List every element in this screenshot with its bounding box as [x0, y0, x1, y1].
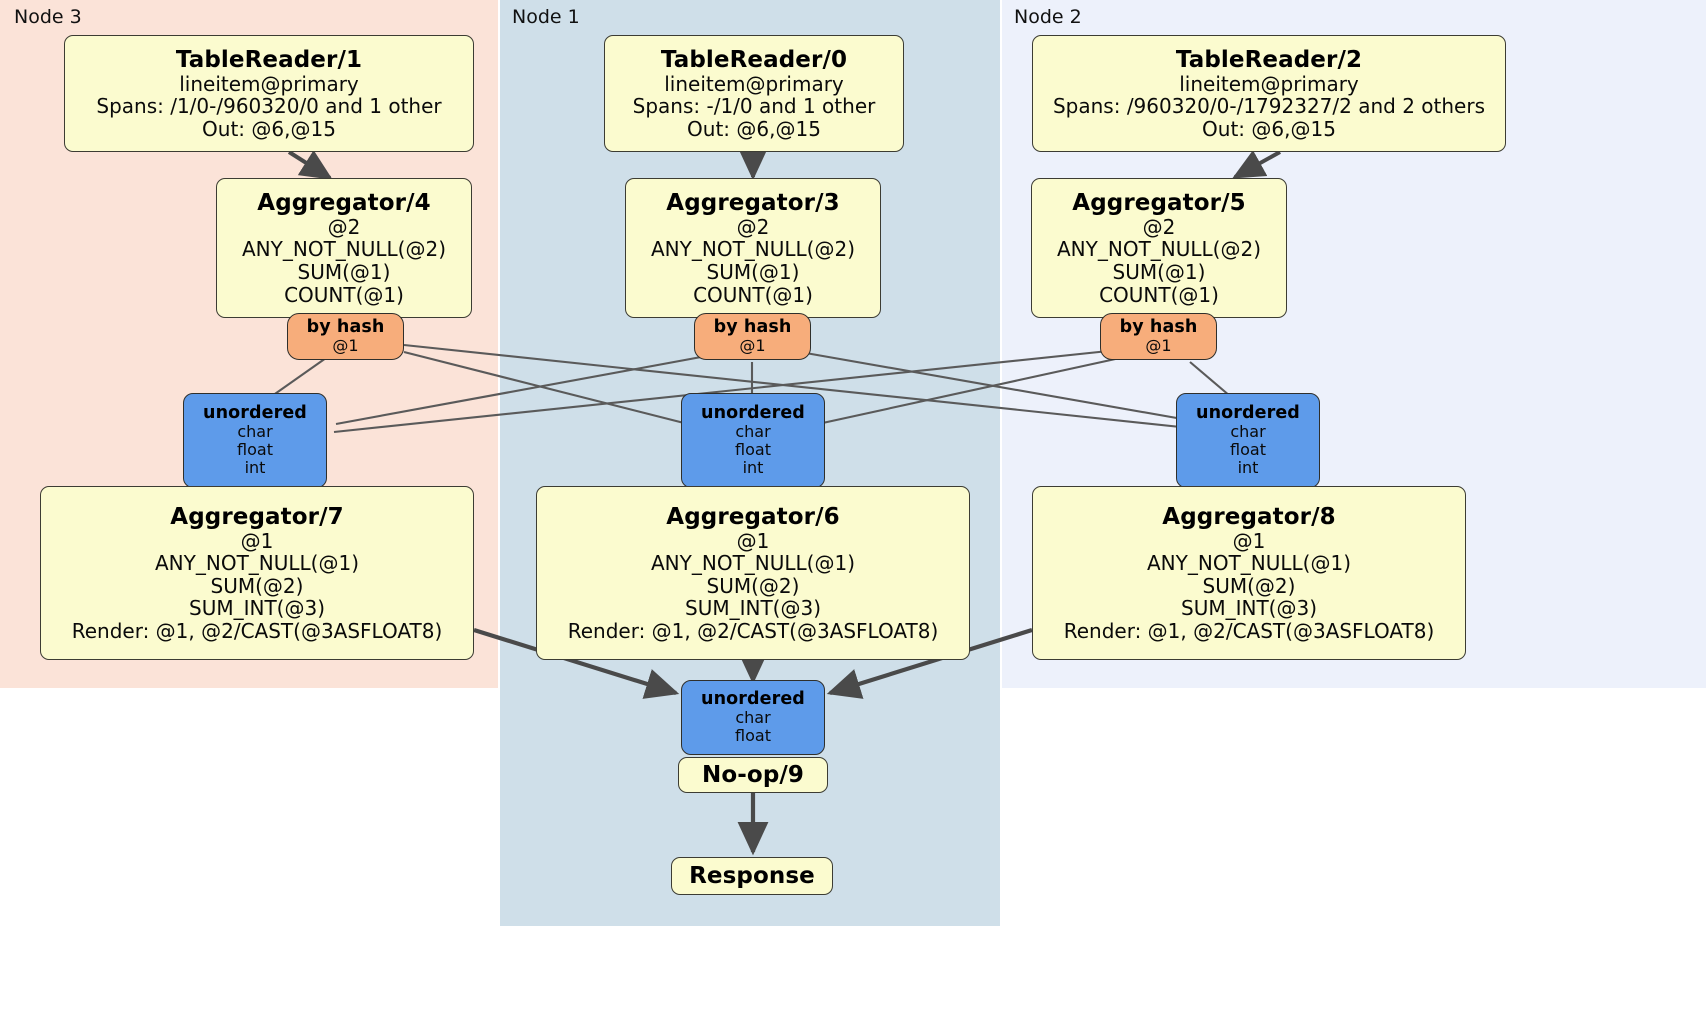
box-tablereader-0[interactable]: TableReader/0 lineitem@primary Spans: -/… — [604, 35, 904, 152]
box-unordered-8[interactable]: unordered char float int — [1176, 393, 1320, 488]
box-line: @1 — [1145, 336, 1172, 356]
box-unordered-6[interactable]: unordered char float int — [681, 393, 825, 488]
box-title: TableReader/0 — [660, 46, 848, 73]
box-title: Aggregator/6 — [666, 503, 840, 530]
box-line: SUM_INT(@3) — [189, 596, 325, 621]
box-unordered-7[interactable]: unordered char float int — [183, 393, 327, 488]
box-line: float — [735, 440, 771, 460]
box-line: @2 — [327, 214, 361, 239]
box-line: Out: @6,@15 — [202, 116, 336, 141]
box-response[interactable]: Response — [671, 857, 833, 895]
box-line: Spans: /960320/0-/1792327/2 and 2 others — [1052, 94, 1485, 119]
box-line: @1 — [240, 528, 274, 553]
box-line: int — [742, 458, 764, 478]
box-line: char — [735, 422, 771, 442]
box-line: @2 — [1142, 214, 1176, 239]
box-line: Spans: -/1/0 and 1 other — [632, 94, 876, 119]
box-title: Aggregator/7 — [170, 503, 344, 530]
box-line: lineitem@primary — [179, 71, 359, 96]
box-line: ANY_NOT_NULL(@1) — [155, 551, 359, 576]
box-title: Aggregator/3 — [666, 189, 840, 216]
box-line: SUM(@2) — [210, 573, 304, 598]
box-title: Aggregator/8 — [1162, 503, 1336, 530]
box-by-hash-4[interactable]: by hash @1 — [287, 313, 404, 360]
box-title: unordered — [203, 402, 307, 423]
box-line: SUM(@2) — [706, 573, 800, 598]
box-title: unordered — [701, 402, 805, 423]
box-line: Out: @6,@15 — [1202, 116, 1336, 141]
box-title: by hash — [306, 316, 385, 337]
box-title: by hash — [1119, 316, 1198, 337]
box-line: ANY_NOT_NULL(@2) — [1057, 237, 1261, 262]
box-line: int — [1237, 458, 1259, 478]
box-line: @1 — [332, 336, 359, 356]
box-line: Spans: /1/0-/960320/0 and 1 other — [96, 94, 442, 119]
box-line: Render: @1, @2/CAST(@3ASFLOAT8) — [567, 618, 939, 643]
panel-label-node-2: Node 2 — [1014, 6, 1082, 28]
box-line: float — [1230, 440, 1266, 460]
box-title: TableReader/1 — [175, 46, 363, 73]
box-tablereader-2[interactable]: TableReader/2 lineitem@primary Spans: /9… — [1032, 35, 1506, 152]
box-line: @1 — [1232, 528, 1266, 553]
box-line: char — [1230, 422, 1266, 442]
box-line: SUM_INT(@3) — [1181, 596, 1317, 621]
box-title: TableReader/2 — [1175, 46, 1363, 73]
box-line: COUNT(@1) — [1099, 282, 1219, 307]
box-line: COUNT(@1) — [693, 282, 813, 307]
box-title: by hash — [713, 316, 792, 337]
box-aggregator-5[interactable]: Aggregator/5 @2 ANY_NOT_NULL(@2) SUM(@1)… — [1031, 178, 1287, 318]
panel-label-node-3: Node 3 — [14, 6, 82, 28]
box-aggregator-3[interactable]: Aggregator/3 @2 ANY_NOT_NULL(@2) SUM(@1)… — [625, 178, 881, 318]
box-line: @2 — [736, 214, 770, 239]
box-line: COUNT(@1) — [284, 282, 404, 307]
box-line: @1 — [739, 336, 766, 356]
box-aggregator-6[interactable]: Aggregator/6 @1 ANY_NOT_NULL(@1) SUM(@2)… — [536, 486, 970, 660]
box-title: unordered — [701, 688, 805, 709]
box-line: SUM_INT(@3) — [685, 596, 821, 621]
box-line: SUM(@2) — [1202, 573, 1296, 598]
box-line: float — [735, 726, 771, 746]
box-title: Aggregator/4 — [257, 189, 431, 216]
box-title: Aggregator/5 — [1072, 189, 1246, 216]
box-line: lineitem@primary — [664, 71, 844, 96]
box-line: Render: @1, @2/CAST(@3ASFLOAT8) — [71, 618, 443, 643]
box-line: ANY_NOT_NULL(@2) — [651, 237, 855, 262]
box-line: ANY_NOT_NULL(@2) — [242, 237, 446, 262]
box-line: ANY_NOT_NULL(@1) — [651, 551, 855, 576]
box-title: Response — [689, 863, 815, 889]
box-line: lineitem@primary — [1179, 71, 1359, 96]
box-line: Render: @1, @2/CAST(@3ASFLOAT8) — [1063, 618, 1435, 643]
box-line: SUM(@1) — [1112, 259, 1206, 284]
box-by-hash-5[interactable]: by hash @1 — [1100, 313, 1217, 360]
box-line: float — [237, 440, 273, 460]
box-unordered-final[interactable]: unordered char float — [681, 680, 825, 755]
box-title: No-op/9 — [702, 762, 804, 788]
box-title: unordered — [1196, 402, 1300, 423]
box-tablereader-1[interactable]: TableReader/1 lineitem@primary Spans: /1… — [64, 35, 474, 152]
box-by-hash-3[interactable]: by hash @1 — [694, 313, 811, 360]
box-line: int — [244, 458, 266, 478]
box-aggregator-4[interactable]: Aggregator/4 @2 ANY_NOT_NULL(@2) SUM(@1)… — [216, 178, 472, 318]
box-noop-9[interactable]: No-op/9 — [678, 757, 828, 793]
box-line: SUM(@1) — [706, 259, 800, 284]
box-line: SUM(@1) — [297, 259, 391, 284]
box-line: char — [237, 422, 273, 442]
box-line: @1 — [736, 528, 770, 553]
box-line: Out: @6,@15 — [687, 116, 821, 141]
box-aggregator-8[interactable]: Aggregator/8 @1 ANY_NOT_NULL(@1) SUM(@2)… — [1032, 486, 1466, 660]
box-aggregator-7[interactable]: Aggregator/7 @1 ANY_NOT_NULL(@1) SUM(@2)… — [40, 486, 474, 660]
box-line: char — [735, 708, 771, 728]
panel-label-node-1: Node 1 — [512, 6, 580, 28]
box-line: ANY_NOT_NULL(@1) — [1147, 551, 1351, 576]
